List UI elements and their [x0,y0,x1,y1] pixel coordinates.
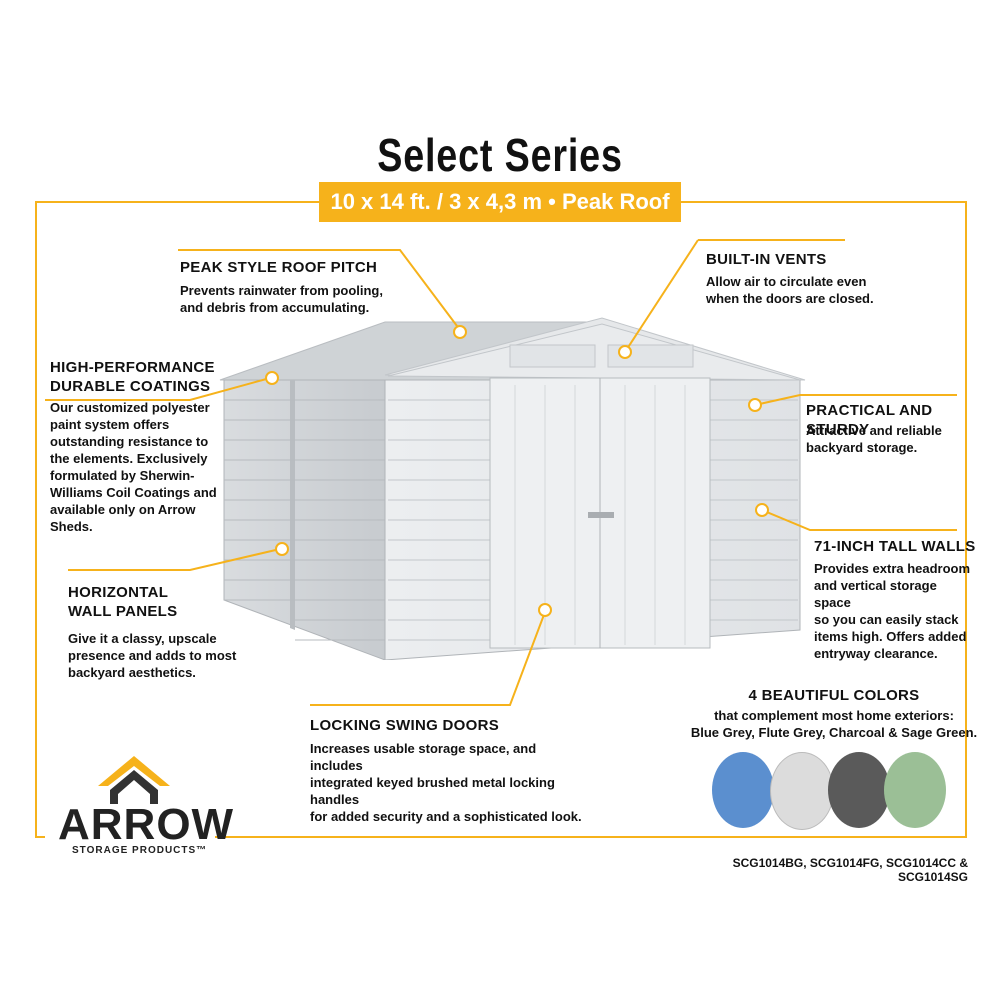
roof-text: Prevents rainwater from pooling,and debr… [180,283,383,315]
roof-heading: PEAK STYLE ROOF PITCH [180,259,378,276]
arrow-logo-icon [98,756,170,804]
colors-text: that complement most home exteriors:Blue… [690,708,978,740]
swatch-charcoal [828,752,890,828]
brand-name: ARROW [58,800,235,849]
vents-heading: BUILT-IN VENTS [706,251,827,268]
frame-left [35,201,37,837]
swatch-blue-grey [712,752,774,828]
frame-right [965,201,967,837]
frame-top-right [681,201,967,203]
frame-bottom-right [215,836,967,838]
swatch-flute-grey [770,752,834,830]
doors-text: Increases usable storage space, and incl… [310,741,582,824]
swatch-sage-green [884,752,946,828]
brand-tagline: STORAGE PRODUCTS™ [72,845,208,856]
walls-heading: 71-INCH TALL WALLS [814,538,976,555]
doors-heading: LOCKING SWING DOORS [310,717,500,734]
frame-bottom-left [35,836,45,838]
subtitle: 10 x 14 ft. / 3 x 4,3 m • Peak Roof [330,189,670,214]
subtitle-bar [319,182,681,222]
colors-heading: 4 BEAUTIFUL COLORS [748,687,920,704]
model-numbers: SCG1014BG, SCG1014FG, SCG1014CC & SCG101… [732,856,968,884]
frame-top-left [35,201,319,203]
sturdy-heading: PRACTICAL AND STURDY [806,402,933,438]
shed-illustration [219,317,806,660]
page-title: Select Series [377,129,623,181]
